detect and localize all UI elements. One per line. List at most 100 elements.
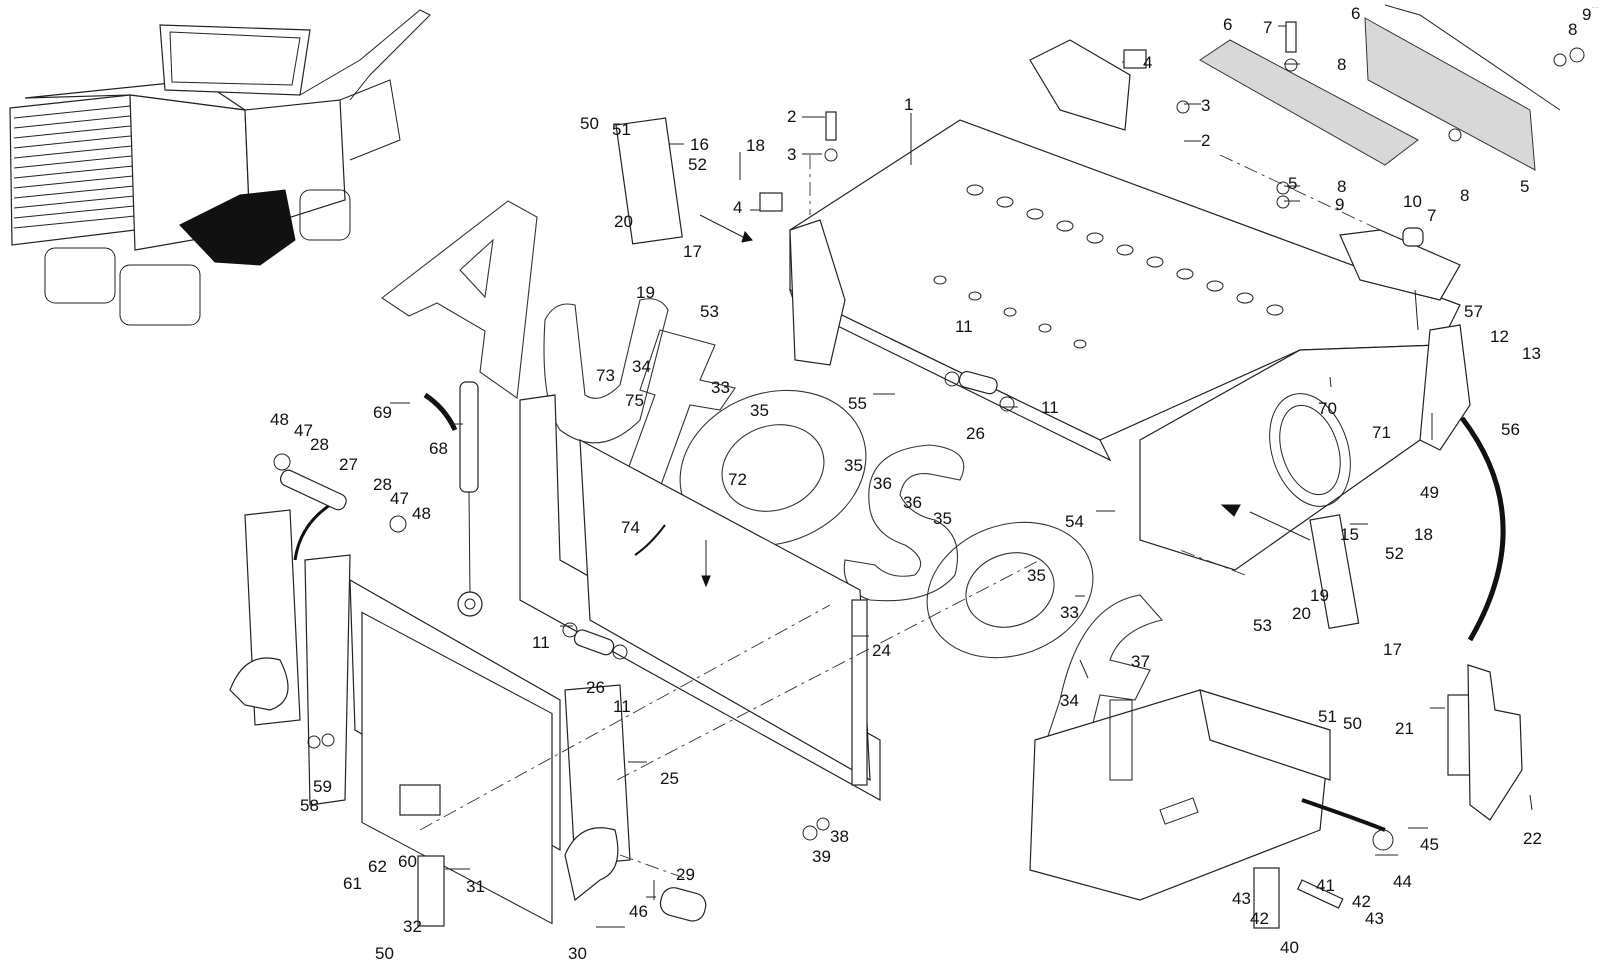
callout-11[interactable]: 11 [532,633,550,652]
callout-62[interactable]: 62 [368,857,387,876]
callout-35[interactable]: 35 [1027,566,1046,585]
callout-25[interactable]: 25 [660,769,679,788]
callout-28[interactable]: 28 [310,435,329,454]
callout-21[interactable]: 21 [1395,719,1414,738]
callout-18[interactable]: 18 [746,136,765,155]
callout-7[interactable]: 7 [1263,18,1273,37]
callout-47[interactable]: 47 [294,421,313,440]
callout-42[interactable]: 42 [1250,909,1269,928]
callout-38[interactable]: 38 [830,827,849,846]
callout-15[interactable]: 15 [1340,525,1359,544]
callout-59[interactable]: 59 [313,777,332,796]
callout-36[interactable]: 36 [873,474,892,493]
callout-1[interactable]: 1 [904,95,914,114]
callout-9[interactable]: 9 [1582,5,1592,24]
callout-8[interactable]: 8 [1337,177,1347,196]
callout-54[interactable]: 54 [1065,512,1084,531]
callout-6[interactable]: 6 [1351,4,1361,23]
callout-53[interactable]: 53 [1253,616,1272,635]
callout-12[interactable]: 12 [1490,327,1509,346]
callout-48[interactable]: 48 [412,504,431,523]
callout-49[interactable]: 49 [1420,483,1439,502]
callout-45[interactable]: 45 [1420,835,1439,854]
callout-32[interactable]: 32 [403,917,422,936]
callout-36[interactable]: 36 [903,493,922,512]
callout-8[interactable]: 8 [1337,55,1347,74]
callout-51[interactable]: 51 [612,120,631,139]
callout-74[interactable]: 74 [621,518,640,537]
callout-20[interactable]: 20 [614,212,633,231]
callout-31[interactable]: 31 [466,877,485,896]
callout-69[interactable]: 69 [373,403,392,422]
callout-4[interactable]: 4 [1143,53,1153,72]
callout-48[interactable]: 48 [270,410,289,429]
callout-47[interactable]: 47 [390,489,409,508]
callout-57[interactable]: 57 [1464,302,1483,321]
callout-72[interactable]: 72 [728,470,747,489]
callout-5[interactable]: 5 [1520,177,1530,196]
callout-35[interactable]: 35 [750,401,769,420]
callout-51[interactable]: 51 [1318,707,1337,726]
callout-11[interactable]: 11 [613,697,631,716]
callout-5[interactable]: 5 [1288,174,1298,193]
callout-8[interactable]: 8 [1568,20,1578,39]
callout-11[interactable]: 11 [1041,398,1059,417]
callout-40[interactable]: 40 [1280,938,1299,957]
callout-16[interactable]: 16 [690,135,709,154]
callout-34[interactable]: 34 [632,357,651,376]
callout-9[interactable]: 9 [1335,195,1345,214]
callout-10[interactable]: 10 [1403,192,1422,211]
callout-22[interactable]: 22 [1523,829,1542,848]
callout-35[interactable]: 35 [933,509,952,528]
callout-3[interactable]: 3 [1201,96,1211,115]
callout-43[interactable]: 43 [1365,909,1384,928]
callout-30[interactable]: 30 [568,944,587,963]
callout-19[interactable]: 19 [1310,586,1329,605]
callout-28[interactable]: 28 [373,475,392,494]
callout-50[interactable]: 50 [1343,714,1362,733]
callout-4[interactable]: 4 [733,198,743,217]
callout-75[interactable]: 75 [625,391,644,410]
callout-26[interactable]: 26 [966,424,985,443]
callout-24[interactable]: 24 [872,641,891,660]
callout-55[interactable]: 55 [848,394,867,413]
callout-18[interactable]: 18 [1414,525,1433,544]
callout-50[interactable]: 50 [375,944,394,963]
callout-29[interactable]: 29 [676,865,695,884]
callout-41[interactable]: 41 [1316,876,1335,895]
callout-61[interactable]: 61 [343,874,362,893]
callout-7[interactable]: 7 [1427,206,1437,225]
callout-52[interactable]: 52 [1385,544,1404,563]
callout-42[interactable]: 42 [1352,892,1371,911]
callout-27[interactable]: 27 [339,455,358,474]
callout-46[interactable]: 46 [629,902,648,921]
callout-2[interactable]: 2 [1201,131,1211,150]
callout-33[interactable]: 33 [711,378,730,397]
callout-39[interactable]: 39 [812,847,831,866]
callout-52[interactable]: 52 [688,155,707,174]
callout-58[interactable]: 58 [300,796,319,815]
callout-19[interactable]: 19 [636,283,655,302]
callout-2[interactable]: 2 [787,107,797,126]
callout-6[interactable]: 6 [1223,15,1233,34]
callout-8[interactable]: 8 [1460,186,1470,205]
callout-3[interactable]: 3 [787,145,797,164]
callout-20[interactable]: 20 [1292,604,1311,623]
callout-50[interactable]: 50 [580,114,599,133]
callout-11[interactable]: 11 [955,317,973,336]
callout-43[interactable]: 43 [1232,889,1251,908]
callout-73[interactable]: 73 [596,366,615,385]
callout-44[interactable]: 44 [1393,872,1412,891]
callout-26[interactable]: 26 [586,678,605,697]
callout-60[interactable]: 60 [398,852,417,871]
callout-53[interactable]: 53 [700,302,719,321]
callout-37[interactable]: 37 [1131,652,1150,671]
callout-17[interactable]: 17 [683,242,702,261]
callout-34[interactable]: 34 [1060,691,1079,710]
callout-35[interactable]: 35 [844,456,863,475]
callout-70[interactable]: 70 [1318,399,1337,418]
callout-13[interactable]: 13 [1522,344,1541,363]
callout-56[interactable]: 56 [1501,420,1520,439]
callout-71[interactable]: 71 [1372,423,1391,442]
callout-33[interactable]: 33 [1060,603,1079,622]
